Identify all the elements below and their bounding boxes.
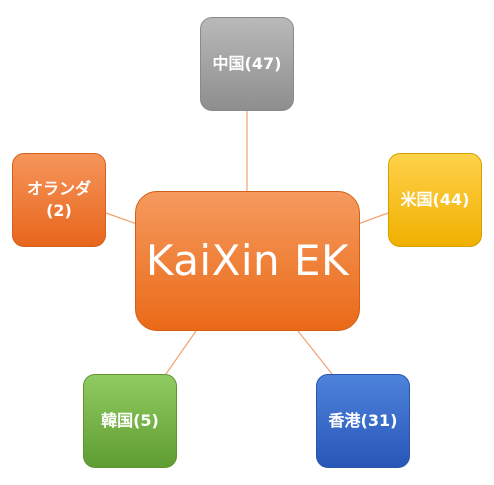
node-usa: 米国(44) bbox=[388, 153, 482, 247]
node-china-label: 中国(47) bbox=[212, 54, 282, 74]
center-node: KaiXin EK bbox=[135, 191, 360, 331]
node-hongkong-label: 香港(31) bbox=[328, 411, 398, 431]
node-netherlands-label-line1: オランダ bbox=[26, 179, 91, 199]
node-china: 中国(47) bbox=[200, 17, 294, 111]
node-usa-label: 米国(44) bbox=[400, 190, 470, 210]
connector-usa bbox=[357, 212, 389, 225]
node-hongkong: 香港(31) bbox=[316, 374, 410, 468]
node-netherlands-label-line2: (2) bbox=[46, 201, 72, 220]
node-korea-label: 韓国(5) bbox=[101, 411, 159, 431]
center-label: KaiXin EK bbox=[145, 235, 350, 285]
connector-korea bbox=[165, 330, 197, 375]
node-netherlands: オランダ (2) bbox=[12, 153, 106, 247]
connector-hongkong bbox=[297, 330, 333, 375]
node-korea: 韓国(5) bbox=[83, 374, 177, 468]
connector-netherlands bbox=[105, 212, 138, 225]
